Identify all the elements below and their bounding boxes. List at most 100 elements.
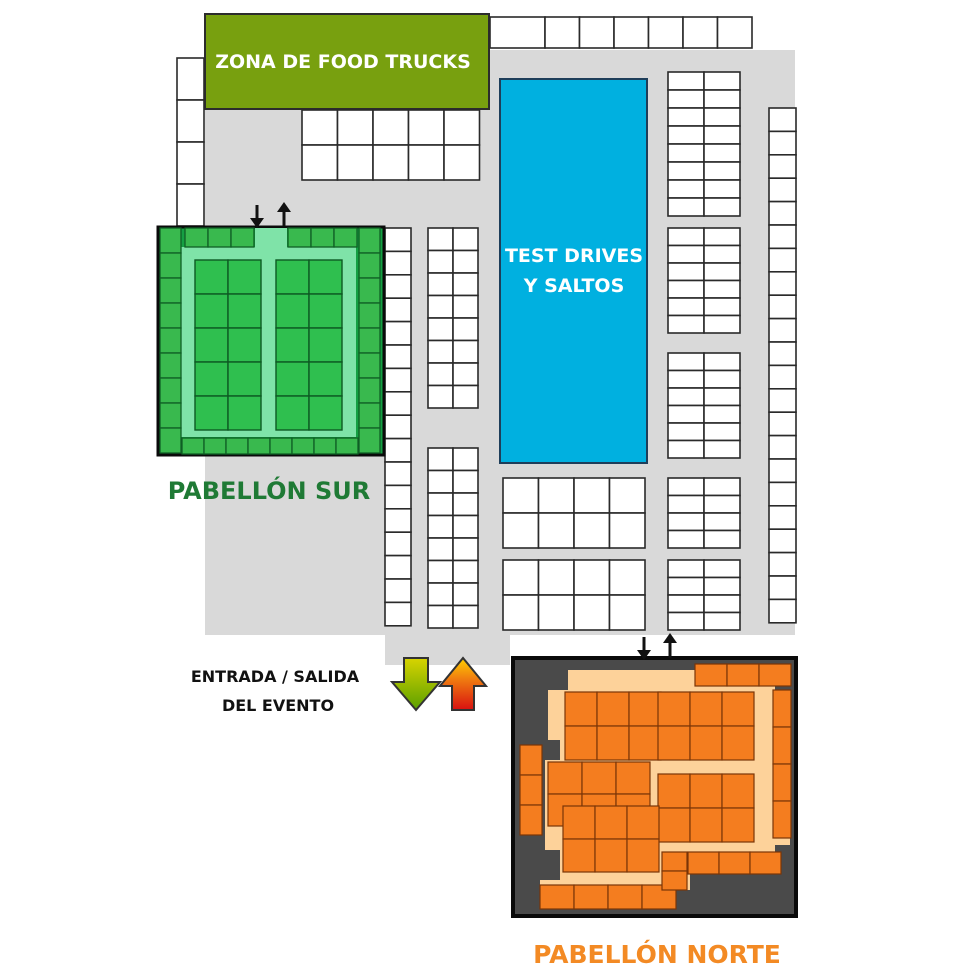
norte-access-arrows xyxy=(637,633,677,660)
booth xyxy=(443,109,481,146)
booth xyxy=(384,390,412,416)
booth xyxy=(703,161,741,181)
sur-booth xyxy=(275,395,310,431)
booth xyxy=(452,492,479,517)
norte-booth xyxy=(562,805,596,840)
sur-access-arrows xyxy=(250,202,291,228)
norte-booth xyxy=(657,691,691,727)
sur-booth xyxy=(227,327,262,363)
norte-booth xyxy=(772,689,792,728)
sur-booth xyxy=(308,395,343,431)
booth xyxy=(768,387,797,413)
booth xyxy=(427,317,454,342)
sur-booth xyxy=(358,427,381,454)
booth xyxy=(452,447,479,472)
sur-booth xyxy=(313,437,337,455)
booth xyxy=(573,559,611,596)
norte-booth xyxy=(539,884,575,910)
norte-booth xyxy=(626,838,660,873)
booth xyxy=(768,154,797,180)
sur-booth xyxy=(159,402,182,429)
entrance-label-line2: DEL EVENTO xyxy=(222,696,334,715)
booth xyxy=(176,57,205,101)
test-drive-label-line2: Y SALTOS xyxy=(523,275,625,297)
booth xyxy=(703,314,741,334)
booth xyxy=(452,272,479,297)
booth xyxy=(703,352,741,372)
booth xyxy=(427,604,454,629)
booth xyxy=(443,144,481,181)
test-drive-label-line1: TEST DRIVES xyxy=(505,245,643,267)
booth xyxy=(452,537,479,562)
pabellon-norte-label: PABELLÓN NORTE xyxy=(533,939,781,969)
booth xyxy=(372,109,410,146)
booth xyxy=(384,531,412,557)
booth xyxy=(608,477,646,514)
booth xyxy=(667,71,705,91)
booth xyxy=(427,469,454,494)
booth xyxy=(667,477,705,497)
booth xyxy=(427,559,454,584)
booth xyxy=(452,604,479,629)
booth xyxy=(667,227,705,247)
booth xyxy=(703,559,741,579)
booth xyxy=(768,200,797,226)
booth xyxy=(608,559,646,596)
sur-booth xyxy=(159,227,182,254)
booth xyxy=(703,179,741,199)
norte-booth xyxy=(657,807,691,843)
booth xyxy=(502,512,540,549)
sur-booth xyxy=(308,259,343,295)
booth xyxy=(703,143,741,163)
booth xyxy=(667,422,705,442)
norte-booth xyxy=(628,725,662,761)
booth xyxy=(667,161,705,181)
booth xyxy=(384,250,412,276)
sur-booth xyxy=(159,252,182,279)
sur-booth xyxy=(159,302,182,329)
norte-booth xyxy=(687,851,720,875)
booth xyxy=(667,125,705,145)
sur-booth xyxy=(159,377,182,404)
booth xyxy=(384,320,412,346)
booth xyxy=(301,109,339,146)
booth xyxy=(427,514,454,539)
booth xyxy=(703,494,741,514)
booth xyxy=(768,177,797,203)
booth xyxy=(573,477,611,514)
norte-booth xyxy=(519,744,543,776)
booth xyxy=(667,369,705,389)
booth xyxy=(407,109,445,146)
sur-booth xyxy=(358,277,381,304)
booth xyxy=(427,227,454,252)
sur-booth xyxy=(275,327,310,363)
booth xyxy=(502,594,540,631)
booth xyxy=(573,512,611,549)
sur-booth xyxy=(194,361,229,397)
norte-booth xyxy=(689,691,723,727)
booth xyxy=(768,224,797,250)
booth xyxy=(573,594,611,631)
sur-booth xyxy=(159,327,182,354)
booth xyxy=(703,244,741,264)
sur-booth xyxy=(275,293,310,329)
sur-booth xyxy=(194,327,229,363)
sur-booth xyxy=(291,437,315,455)
norte-booth xyxy=(661,870,688,891)
sur-booth xyxy=(159,277,182,304)
booth xyxy=(703,369,741,389)
sur-booth xyxy=(308,327,343,363)
norte-booth xyxy=(721,725,755,761)
booth xyxy=(667,262,705,282)
booth xyxy=(427,249,454,274)
booth xyxy=(608,512,646,549)
sur-booth xyxy=(333,227,358,248)
booth xyxy=(667,179,705,199)
entrance-label-line1: ENTRADA / SALIDA xyxy=(191,667,360,686)
norte-booth xyxy=(626,805,660,840)
norte-booth xyxy=(615,761,651,795)
booth xyxy=(502,559,540,596)
booth xyxy=(452,249,479,274)
norte-booth xyxy=(562,838,596,873)
booth xyxy=(703,576,741,596)
